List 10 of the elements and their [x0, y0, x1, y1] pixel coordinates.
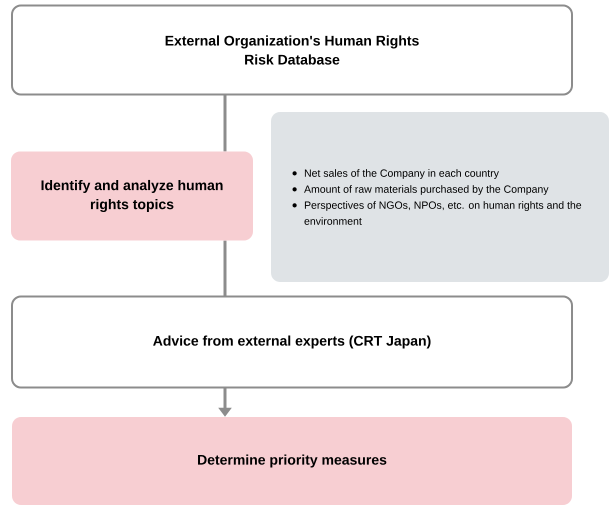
bullet-item: Net sales of the Company in each country	[292, 169, 499, 179]
process-box: Identify and analyze human rights topics	[11, 152, 253, 240]
info-panel	[271, 112, 609, 282]
connector-line	[224, 240, 226, 296]
process-box: Advice from external experts (CRT Japan)	[11, 296, 573, 388]
connector-line	[224, 96, 226, 152]
bullet-item: Amount of raw materials purchased by the Company	[292, 185, 549, 195]
result-box: Determine priority measures	[12, 417, 572, 505]
bullet-item: Perspectives of NGOs, NPOs, etc. on human rights and the environment	[292, 201, 582, 225]
database-box: External Organization's Human Rights Risk Database	[11, 4, 573, 96]
